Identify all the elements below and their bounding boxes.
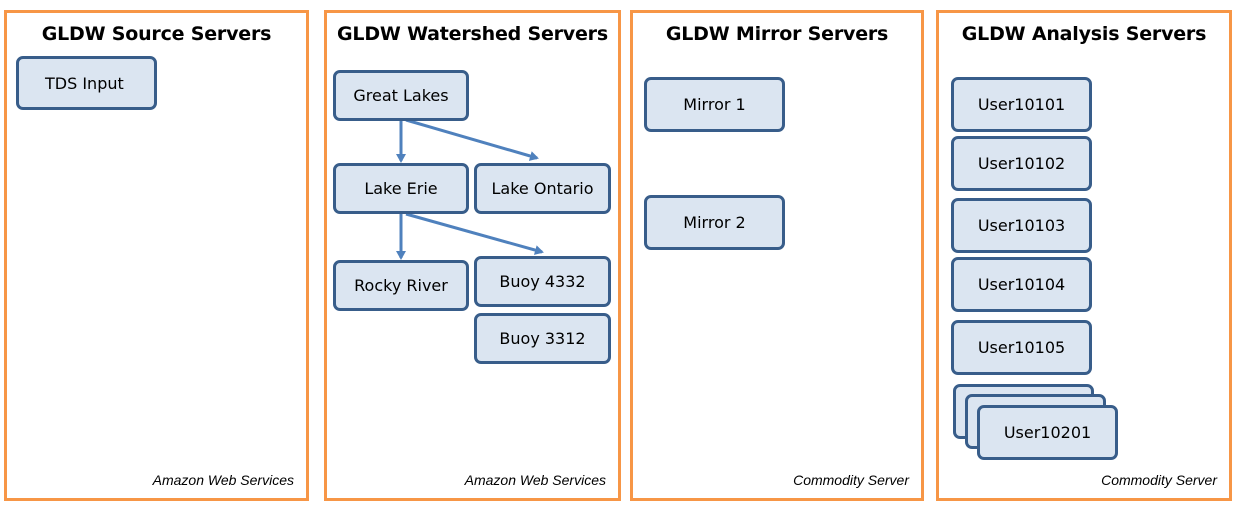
source-servers-title: GLDW Source Servers [41,23,272,45]
rocky-river-node[interactable]: Rocky River [333,260,469,311]
lake-ontario-node[interactable]: Lake Ontario [474,163,611,214]
lake-erie-node[interactable]: Lake Erie [333,163,469,214]
tds-input-node[interactable]: TDS Input [16,56,157,110]
buoy-3312-node[interactable]: Buoy 3312 [474,313,611,364]
source-servers-footer: Amazon Web Services [152,472,294,488]
mirror-servers-panel: GLDW Mirror Servers Mirror 1 Mirror 2 Co… [630,10,924,501]
analysis-servers-panel: GLDW Analysis Servers User10101 User1010… [936,10,1232,501]
watershed-servers-title: GLDW Watershed Servers [337,23,608,45]
analysis-servers-footer: Commodity Server [1101,472,1217,488]
buoy-4332-node[interactable]: Buoy 4332 [474,256,611,307]
mirror-1-node[interactable]: Mirror 1 [644,77,785,132]
great-lakes-node[interactable]: Great Lakes [333,70,469,121]
mirror-2-node[interactable]: Mirror 2 [644,195,785,250]
user10201-node[interactable]: User10201 [977,405,1118,460]
mirror-servers-footer: Commodity Server [793,472,909,488]
mirror-servers-title: GLDW Mirror Servers [665,23,889,45]
analysis-servers-title: GLDW Analysis Servers [961,23,1207,45]
user10102-node[interactable]: User10102 [951,136,1092,191]
source-servers-panel: GLDW Source Servers TDS Input Amazon Web… [4,10,309,501]
user10103-node[interactable]: User10103 [951,198,1092,253]
user10105-node[interactable]: User10105 [951,320,1092,375]
watershed-servers-footer: Amazon Web Services [464,472,606,488]
user10101-node[interactable]: User10101 [951,77,1092,132]
user10104-node[interactable]: User10104 [951,257,1092,312]
